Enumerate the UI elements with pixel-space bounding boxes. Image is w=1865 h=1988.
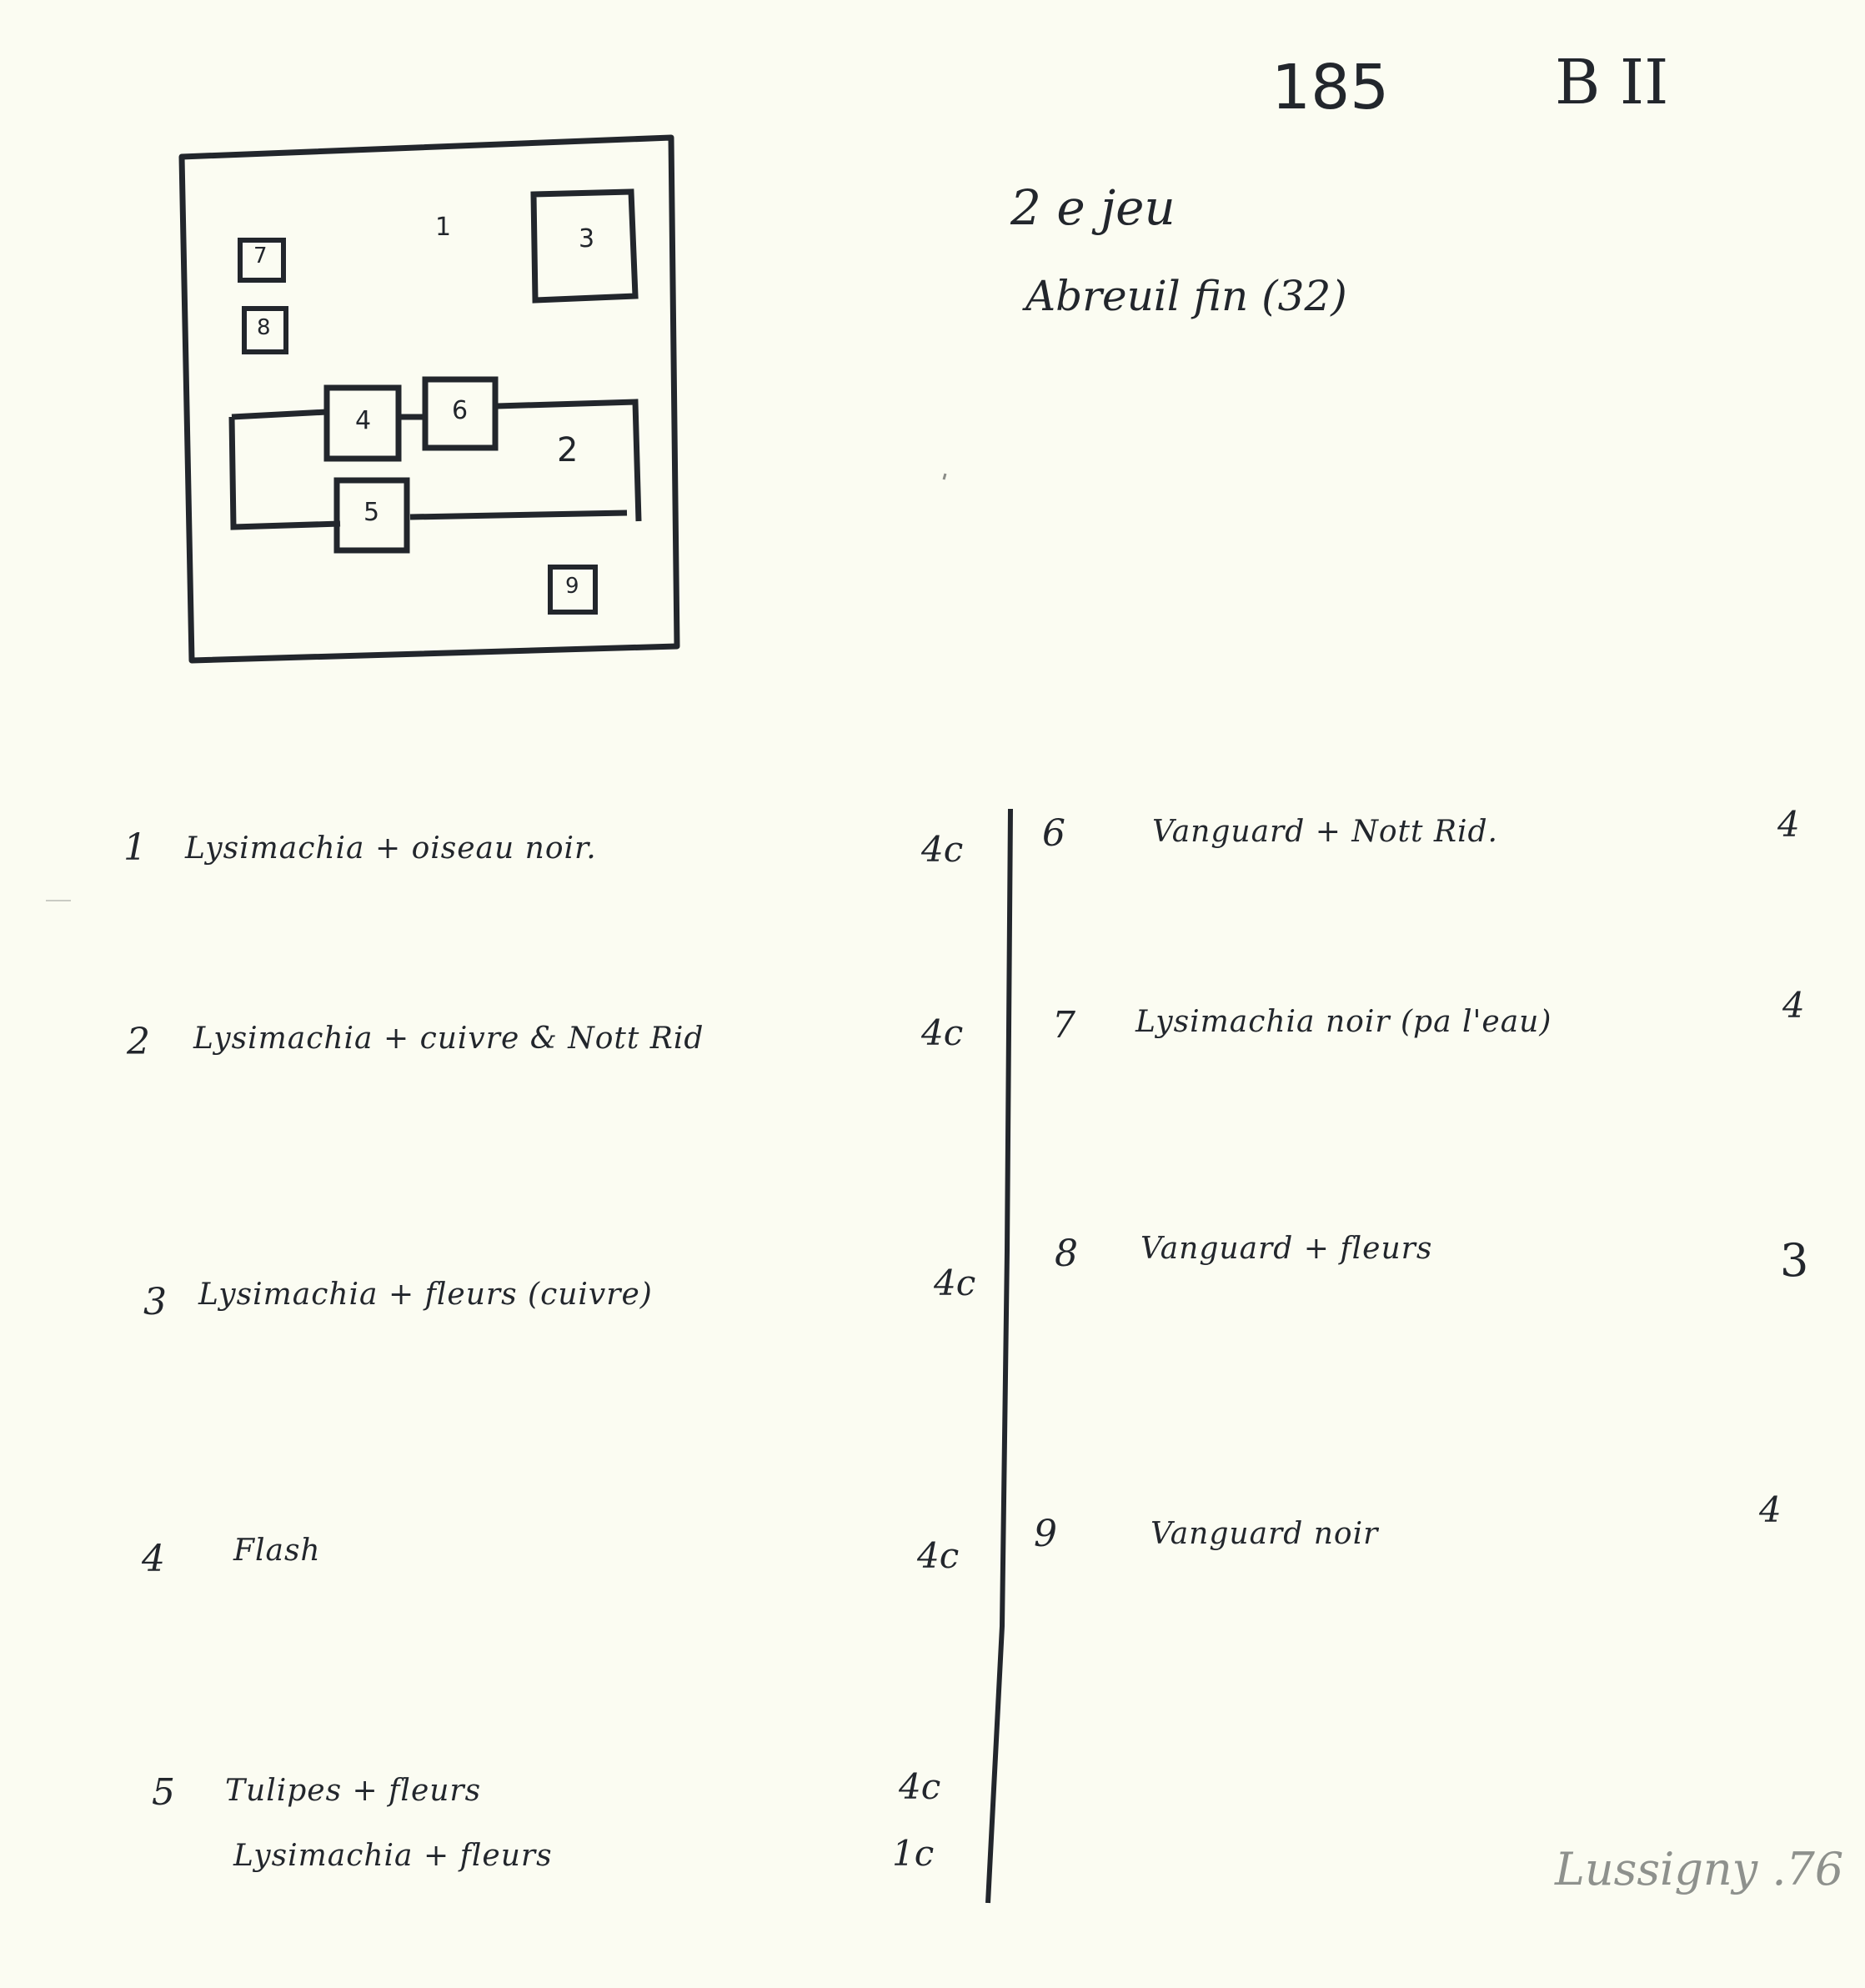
page-code: B II: [1555, 47, 1669, 118]
item-number: 9: [1034, 1513, 1057, 1555]
item-text: Vanguard + fleurs: [1141, 1232, 1433, 1266]
item-quantity: 4c: [921, 829, 964, 870]
signature: Lussigny .76: [1555, 1843, 1844, 1895]
item-number: 8: [1055, 1232, 1078, 1275]
item-quantity: 4: [1759, 1489, 1782, 1530]
item-number: 3: [143, 1281, 167, 1323]
item-number: 6: [1042, 812, 1065, 855]
header-note-1: 2 e jeu: [1010, 179, 1176, 236]
plan-frame: [178, 134, 680, 664]
item-number: 4: [142, 1538, 165, 1580]
plan-label-2: 2: [557, 431, 579, 469]
item-number: 2: [127, 1021, 150, 1063]
plan-box-8: [242, 306, 288, 354]
item-text: Lysimachia + cuivre & Nott Rid: [193, 1022, 704, 1056]
plan-label-8: 8: [257, 315, 271, 340]
plan-box-4: [323, 384, 402, 462]
item-quantity: 3: [1780, 1234, 1809, 1287]
item-quantity: 1c: [892, 1833, 935, 1874]
item-quantity: 4c: [917, 1535, 960, 1576]
header-note-2: Abreuil fin (32): [1025, 272, 1347, 320]
plan-box-3: [530, 188, 639, 304]
item-text: Lysimachia + oiseau noir.: [185, 831, 597, 866]
plan-label-9: 9: [565, 574, 579, 599]
plan-box-6: [422, 376, 499, 451]
item-text: Lysimachia noir (pa l'eau): [1136, 1005, 1552, 1039]
item-quantity: 4: [1782, 985, 1805, 1026]
column-divider: [985, 808, 1013, 1904]
stray-mark: [942, 473, 947, 480]
item-quantity: 4c: [934, 1263, 976, 1303]
plan-box-7: [238, 238, 286, 283]
item-quantity: 4: [1777, 804, 1800, 845]
item-number: 7: [1052, 1004, 1075, 1047]
item-text: Vanguard noir: [1151, 1517, 1379, 1551]
item-quantity: 4c: [921, 1012, 964, 1053]
item-text: Lysimachia + fleurs (cuivre): [198, 1278, 653, 1312]
item-quantity: 4c: [899, 1766, 941, 1807]
plan-label-7: 7: [253, 243, 268, 269]
plan-label-5: 5: [363, 498, 380, 527]
plan-label-1: 1: [435, 213, 452, 242]
plan-box-9: [548, 565, 598, 615]
item-text: Tulipes + fleurs: [225, 1774, 482, 1808]
plan-label-6: 6: [452, 396, 469, 425]
plan-rect-2: [228, 399, 642, 530]
item-number: 5: [152, 1771, 175, 1814]
plan-box-5: [333, 477, 410, 554]
plan-label-3: 3: [579, 224, 595, 254]
item-text: Vanguard + Nott Rid.: [1152, 815, 1498, 849]
item-number: 1: [123, 826, 147, 869]
page-number: 185: [1271, 52, 1390, 123]
item-text: Lysimachia + fleurs: [233, 1839, 553, 1873]
plan-label-4: 4: [355, 406, 372, 435]
item-text: Flash: [233, 1534, 321, 1568]
